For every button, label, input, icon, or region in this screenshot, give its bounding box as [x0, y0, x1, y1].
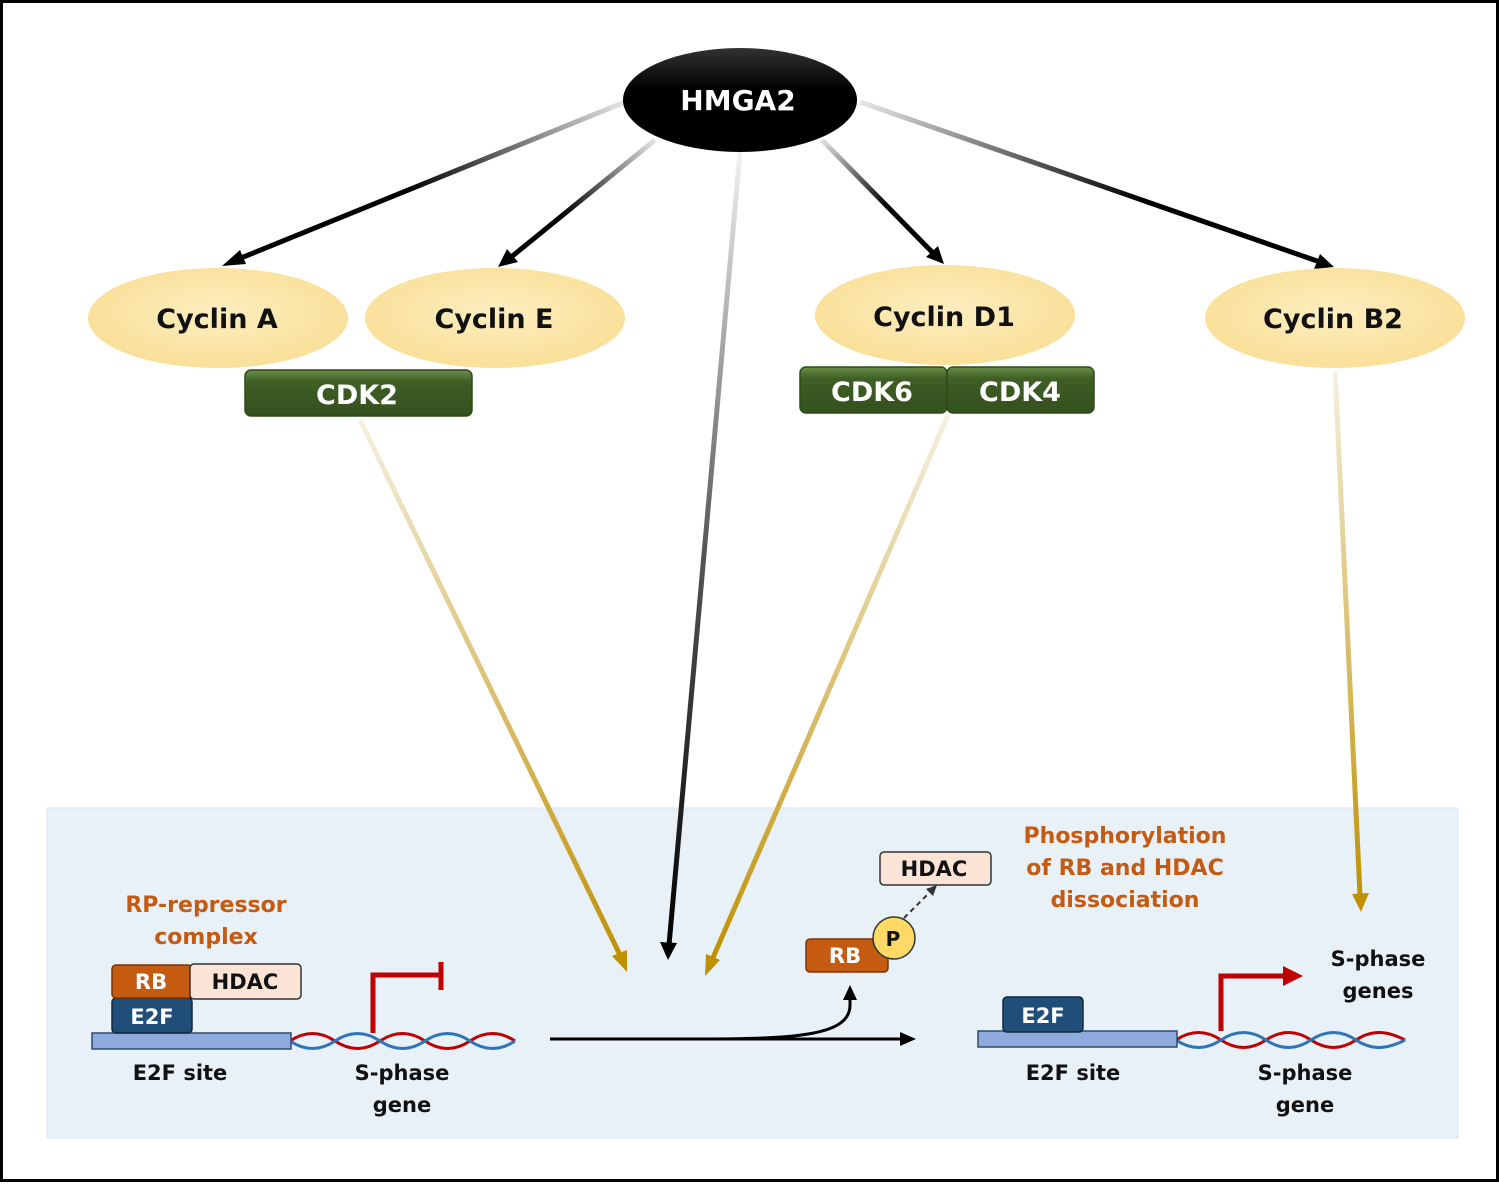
- phosphorylation-caption-line2: of RB and HDAC: [1026, 856, 1223, 881]
- s-phase-gene-label-left-line1: S-phase: [355, 1061, 450, 1085]
- cdk4-to-transition-arrow: [705, 414, 951, 976]
- cyclin-e-node: Cyclin E: [365, 268, 625, 368]
- cdk6-label: CDK6: [831, 377, 913, 408]
- e2f-box-right: E2F: [1002, 996, 1084, 1033]
- cdk2-to-transition-arrow: [357, 418, 627, 972]
- hdac-box-released: HDAC: [879, 851, 992, 886]
- rp-repressor-caption-line1: RP-repressor: [125, 893, 286, 918]
- cdk2-node: CDK2: [244, 369, 473, 417]
- s-phase-genes-label-line1: S-phase: [1331, 947, 1426, 971]
- e2f-box-left: E2F: [111, 997, 193, 1034]
- rb-box-left: RB: [111, 964, 193, 999]
- transition-arrow: [550, 985, 916, 1046]
- dna-helix-left: [289, 1032, 516, 1050]
- hdac-dissociation-arrow: [903, 885, 937, 919]
- cyclin-e-label: Cyclin E: [435, 304, 554, 335]
- cyclin-d1-label: Cyclin D1: [873, 302, 1015, 333]
- pathway-diagram: HMGA2 Cyclin A Cyclin E Cyclin D1 Cyclin…: [46, 48, 1465, 1139]
- cdk2-label: CDK2: [316, 380, 398, 411]
- active-promoter-arrow: [1218, 966, 1303, 1031]
- e2f-site-right: [977, 1030, 1178, 1048]
- phosphate-circle: P: [872, 916, 916, 960]
- s-phase-genes-label-line2: genes: [1343, 979, 1414, 1003]
- cdk6-node: CDK6: [799, 366, 948, 414]
- cyclin-b2-to-genes-arrow: [1332, 371, 1369, 912]
- hmga2-label: HMGA2: [680, 84, 795, 117]
- e2f-site-label-right: E2F site: [1026, 1061, 1121, 1085]
- cdk4-node: CDK4: [946, 366, 1095, 414]
- s-phase-gene-label-left-line2: gene: [373, 1093, 431, 1117]
- phosphate-label: P: [886, 927, 901, 951]
- cyclin-a-node: Cyclin A: [88, 268, 348, 368]
- cdk4-label: CDK4: [979, 377, 1061, 408]
- rb-label-released: RB: [829, 944, 861, 968]
- hmga2-node: HMGA2: [623, 48, 857, 152]
- e2f-site-label-left: E2F site: [133, 1061, 228, 1085]
- rb-label-left: RB: [135, 970, 167, 994]
- s-phase-gene-label-right-line1: S-phase: [1258, 1061, 1353, 1085]
- e2f-site-left: [91, 1032, 292, 1050]
- hmga2-to-cyclin-a-arrow: [222, 99, 626, 266]
- hmga2-to-cyclin-d1-arrow: [820, 138, 944, 264]
- dna-helix-right: [1175, 1031, 1406, 1049]
- hmga2-to-cyclin-e-arrow: [498, 138, 657, 267]
- phosphorylation-caption-line3: dissociation: [1051, 888, 1200, 913]
- hmga2-to-transition-arrow: [660, 151, 743, 960]
- cyclin-b2-label: Cyclin B2: [1263, 304, 1403, 335]
- s-phase-gene-label-right-line2: gene: [1276, 1093, 1334, 1117]
- rp-repressor-caption-line2: complex: [154, 925, 257, 950]
- hdac-label-released: HDAC: [901, 857, 968, 881]
- rb-box-released: RB: [805, 938, 889, 973]
- e2f-label-right: E2F: [1021, 1004, 1064, 1028]
- cyclin-b2-node: Cyclin B2: [1205, 268, 1465, 368]
- hmga2-to-cyclin-b2-arrow: [859, 99, 1334, 269]
- cyclin-d1-node: Cyclin D1: [815, 265, 1075, 365]
- hdac-box-left: HDAC: [189, 963, 302, 1000]
- hdac-label-left: HDAC: [212, 970, 279, 994]
- repressed-promoter-symbol: [370, 962, 444, 1033]
- cyclin-a-label: Cyclin A: [156, 304, 278, 335]
- e2f-label-left: E2F: [130, 1005, 173, 1029]
- phosphorylation-caption-line1: Phosphorylation: [1024, 824, 1227, 849]
